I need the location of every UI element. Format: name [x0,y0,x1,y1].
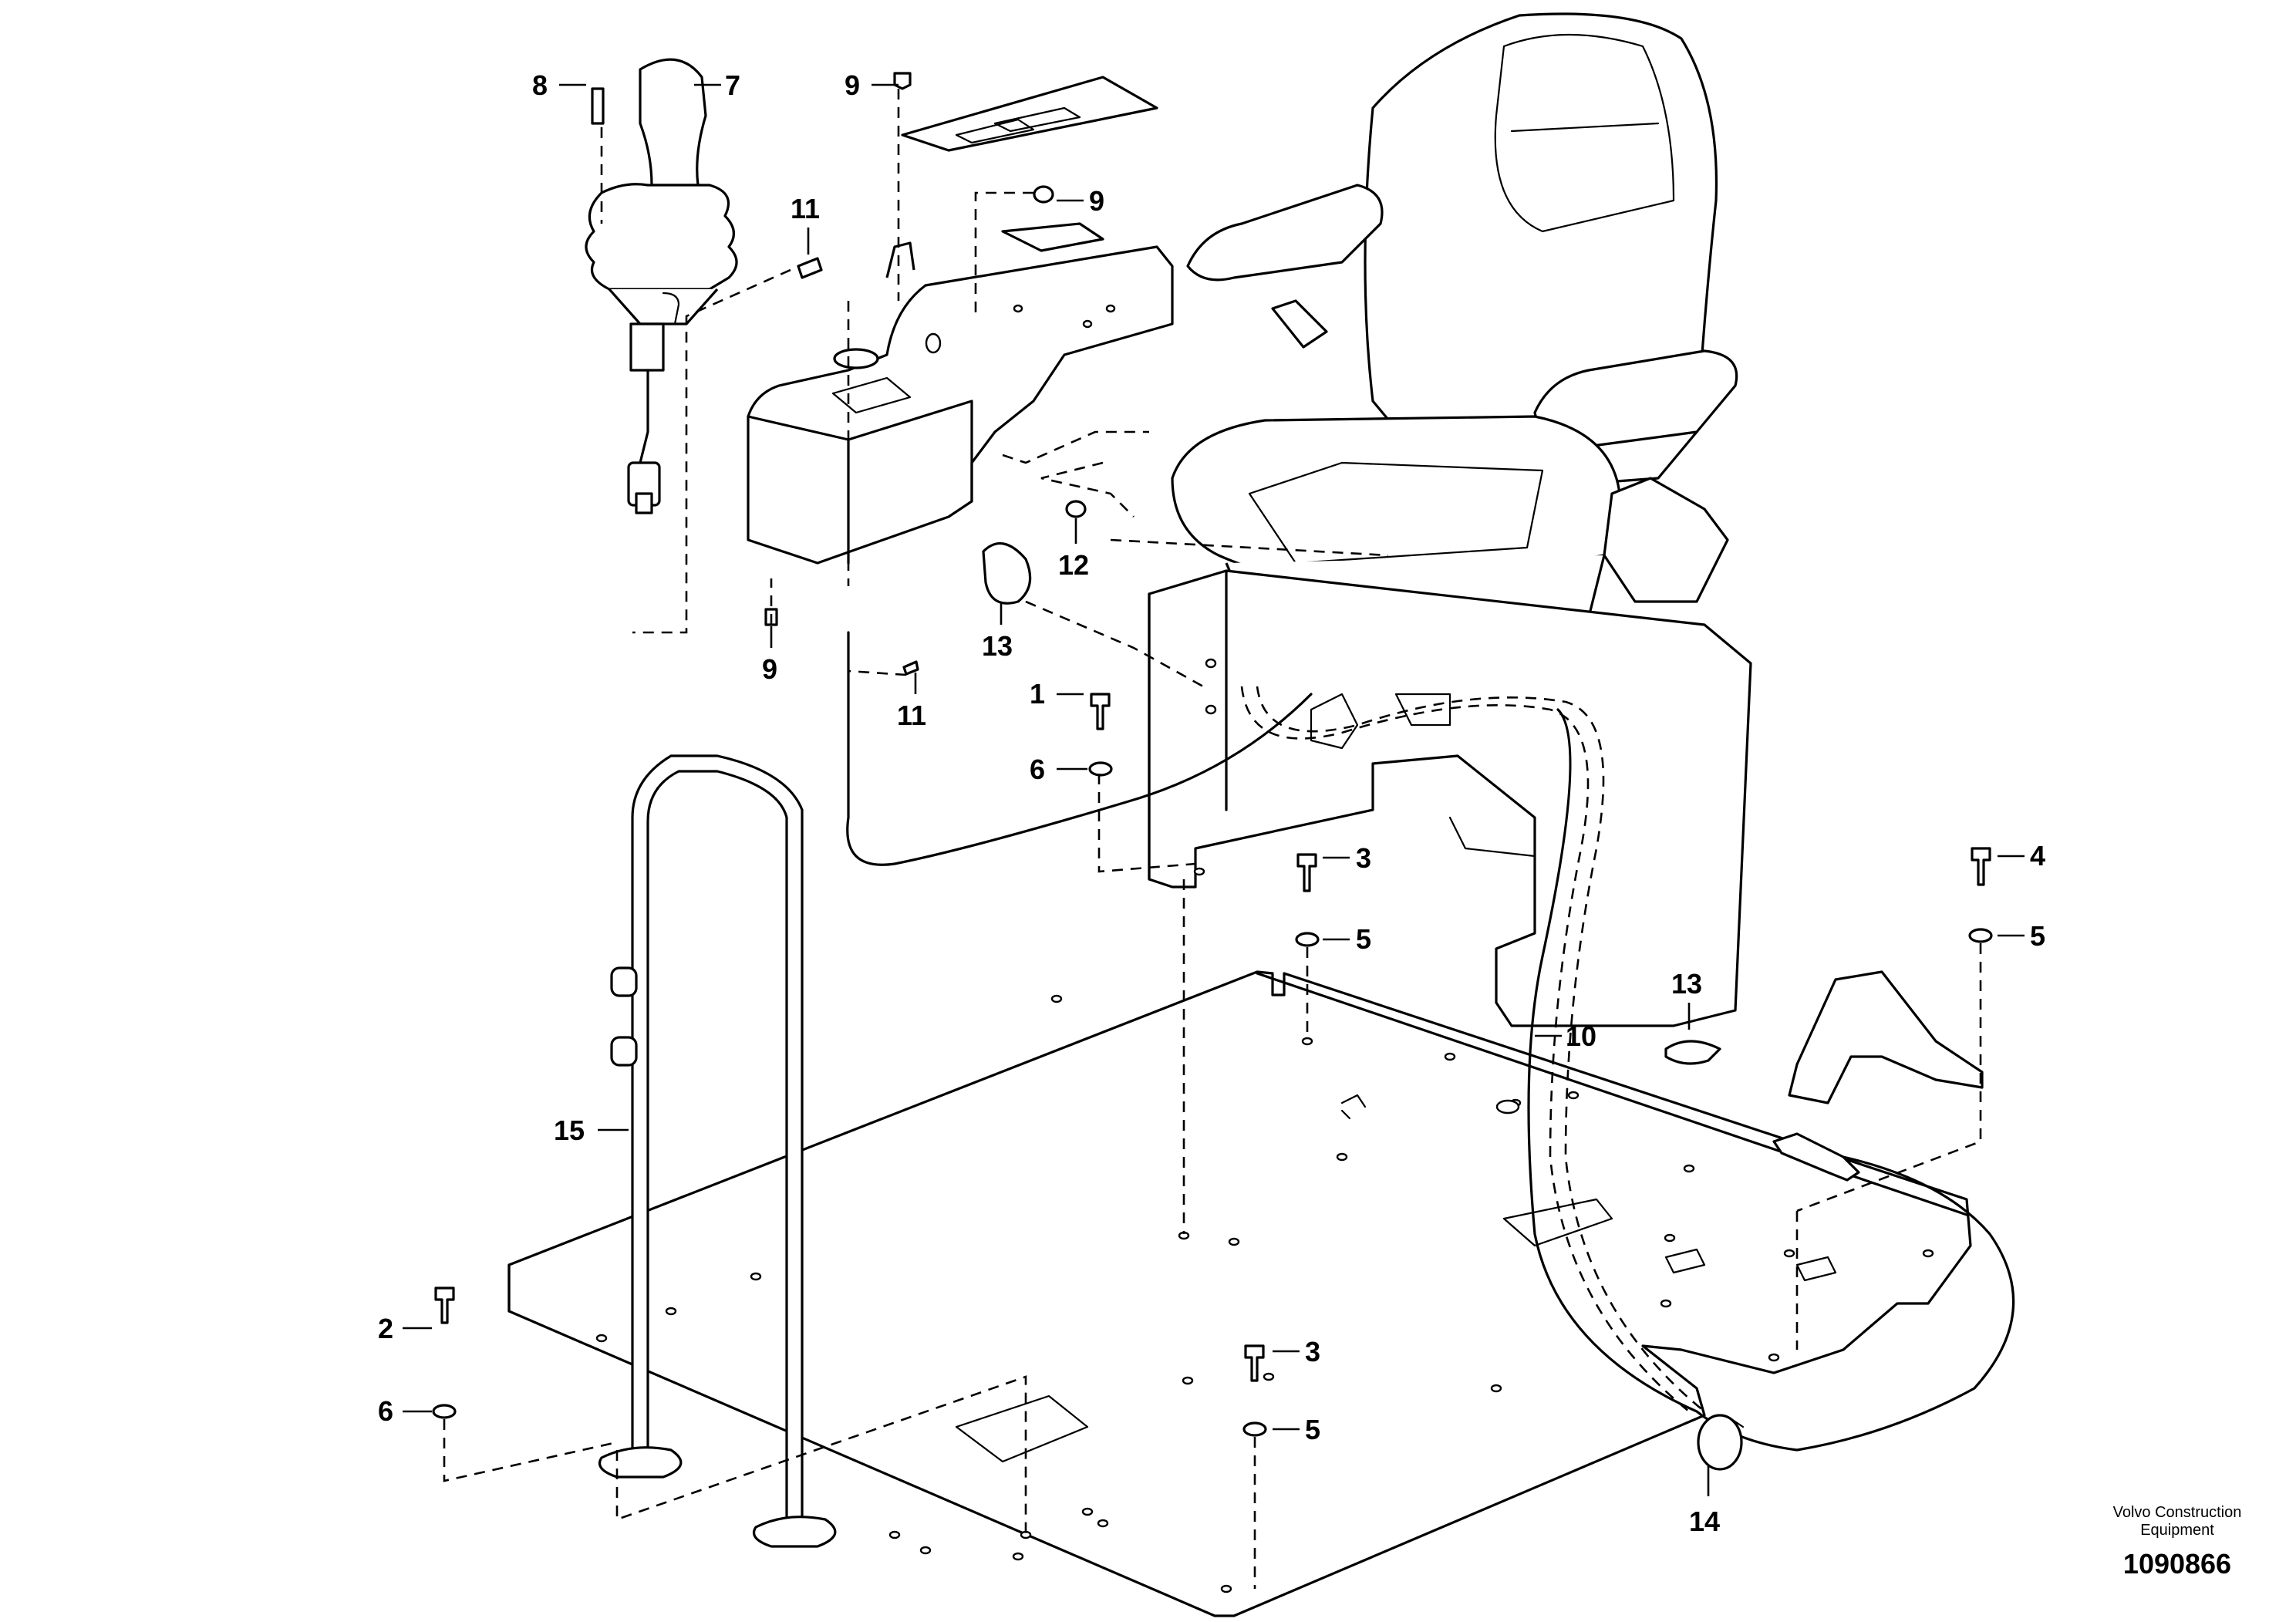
svg-text:9: 9 [762,653,777,685]
svg-text:3: 3 [1356,842,1371,874]
svg-text:5: 5 [2030,920,2045,952]
floor-plate [507,970,1972,1617]
svg-text:8: 8 [532,69,548,101]
callout-5-lower: 5 [1273,1414,1320,1445]
svg-text:12: 12 [1058,549,1089,581]
control-console [747,222,1174,565]
callout-2: 2 [378,1313,432,1344]
svg-text:13: 13 [1671,968,1702,1000]
grab-handle [598,754,837,1548]
svg-text:9: 9 [1089,185,1104,217]
svg-text:3: 3 [1305,1336,1320,1367]
callouts: 8 7 9 9 11 12 13 9 11 1 6 3 5 4 5 13 10 … [378,69,2045,1537]
callout-3-lower: 3 [1273,1336,1320,1367]
callout-8: 8 [532,69,586,101]
svg-text:7: 7 [725,69,740,101]
brand-line-1: Volvo Construction [2113,1504,2242,1521]
callout-1: 1 [1030,678,1084,710]
brand-line-2: Equipment [2140,1522,2214,1539]
svg-text:11: 11 [791,193,820,224]
svg-text:2: 2 [378,1313,393,1344]
svg-text:1: 1 [1030,678,1045,710]
doc-number: 1090866 [2123,1548,2231,1580]
callout-10: 10 [1535,1020,1596,1052]
svg-text:6: 6 [1030,754,1045,785]
svg-text:10: 10 [1566,1020,1596,1052]
svg-text:5: 5 [1356,923,1371,955]
callout-3-upper: 3 [1323,842,1371,874]
callout-11-top: 11 [791,193,820,255]
callout-11-bottom: 11 [897,673,926,731]
cable-clips [982,542,1745,1471]
callout-13-right: 13 [1671,968,1702,1030]
footer: Volvo Construction Equipment 1090866 [2113,1504,2242,1580]
svg-text:6: 6 [378,1395,393,1427]
callout-9-top: 9 [845,69,899,101]
assembly-lines [443,89,1982,1589]
fasteners [432,72,1993,1437]
callout-9-mid: 9 [1057,185,1104,217]
svg-text:9: 9 [845,69,860,101]
callout-15: 15 [554,1114,629,1146]
callout-5-upper: 5 [1323,923,1371,955]
cable-end-fitting [1772,1132,1860,1182]
callout-6-lower: 6 [378,1395,432,1427]
svg-text:13: 13 [982,630,1013,662]
callout-14: 14 [1689,1465,1720,1537]
joystick [585,58,738,514]
floor-holes [595,994,1934,1593]
pedal-cable [1527,708,2015,1452]
callout-4: 4 [1998,840,2045,872]
callout-12: 12 [1058,518,1089,581]
callout-7: 7 [694,69,740,101]
svg-text:5: 5 [1305,1414,1320,1445]
callout-5-right: 5 [1998,920,2045,952]
corner-bracket [1788,970,1984,1104]
callout-9-bottom: 9 [762,626,777,685]
svg-text:11: 11 [897,700,926,731]
svg-text:4: 4 [2030,840,2045,872]
console-cover-plate [901,76,1158,152]
seat-stand [1148,569,1752,1027]
callout-6-upper: 6 [1030,754,1087,785]
svg-text:15: 15 [554,1114,585,1146]
callout-13-left: 13 [982,603,1013,662]
svg-text:14: 14 [1689,1506,1720,1537]
throttle-cable [846,631,1313,866]
